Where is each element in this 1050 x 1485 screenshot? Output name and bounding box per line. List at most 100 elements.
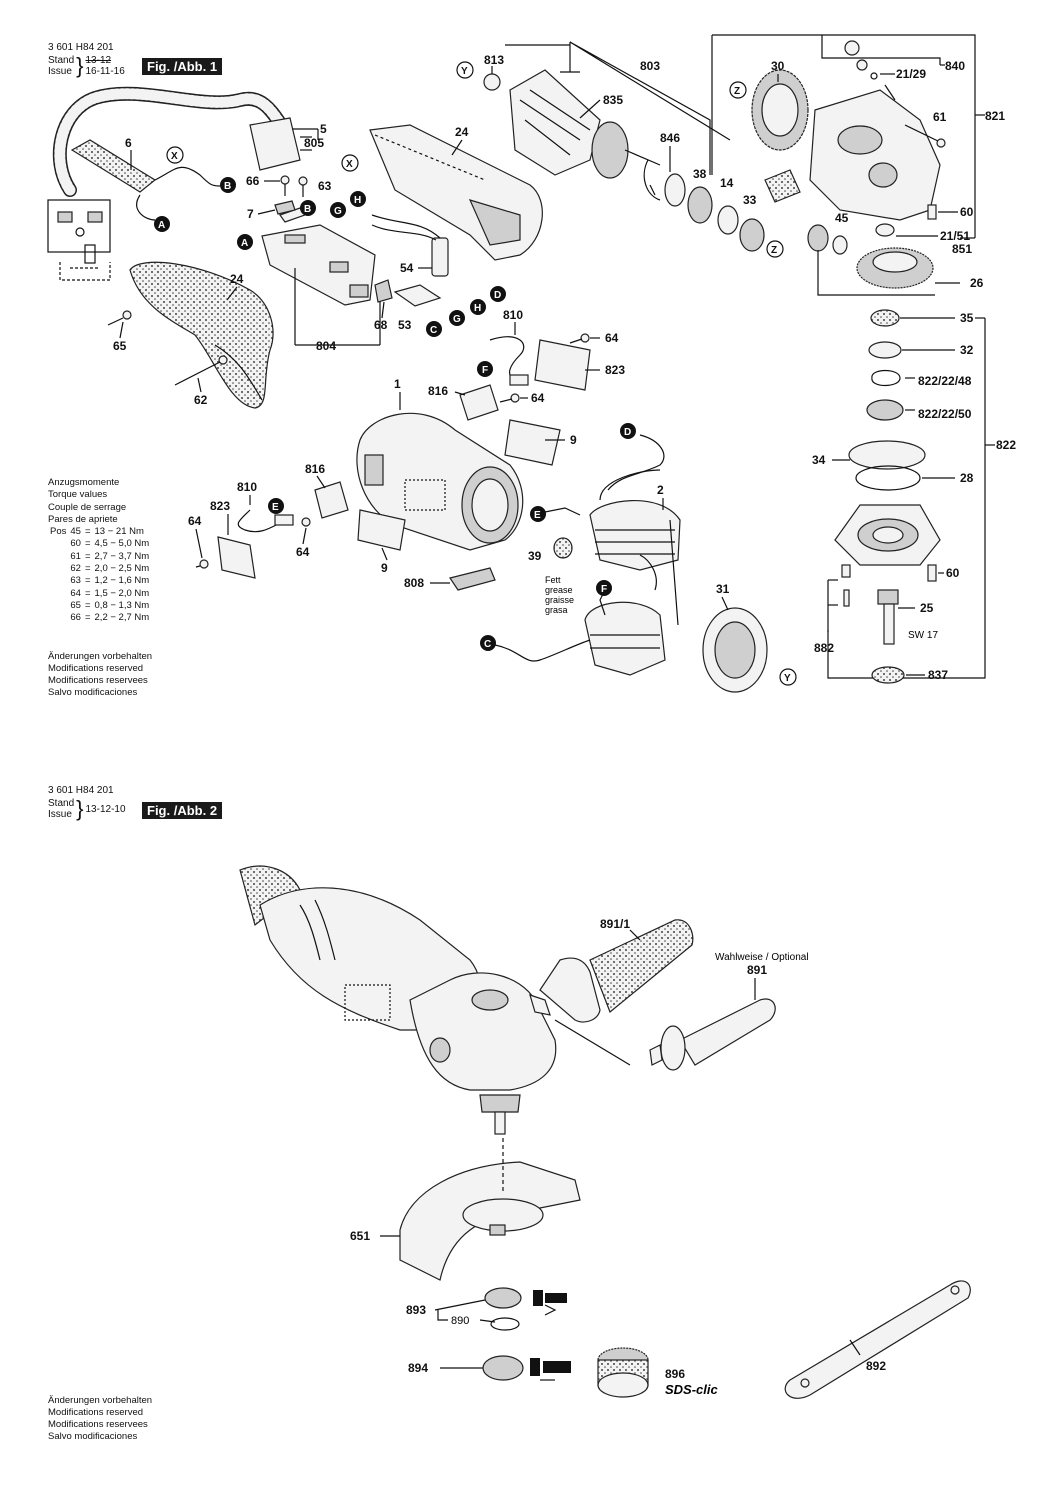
label-816-upper: 816 [428, 384, 448, 398]
torque-pos: 64 [70, 587, 81, 599]
svg-text:F: F [482, 365, 488, 376]
label-805: 805 [304, 136, 324, 150]
label-894: 894 [408, 1361, 428, 1375]
svg-text:Z: Z [734, 86, 740, 97]
svg-text:X: X [346, 159, 353, 170]
label-21-51: 21/51 [940, 229, 970, 243]
label-5: 5 [320, 122, 327, 136]
spanner-892 [784, 1280, 971, 1399]
screw-62 [174, 355, 228, 386]
switch-assembly [261, 207, 376, 306]
clip-882 [841, 564, 851, 607]
label-837: 837 [928, 668, 948, 682]
label-64-c: 64 [188, 514, 202, 528]
label-803: 803 [640, 59, 660, 73]
svg-text:D: D [624, 427, 631, 438]
marker-f-2: F [596, 580, 612, 596]
rear-handle-upper [369, 124, 543, 261]
screw-63 [298, 176, 308, 197]
field-coil-lower [584, 601, 666, 676]
part-7 [274, 200, 296, 215]
marker-h-2: H [470, 299, 486, 315]
svg-text:F: F [601, 584, 607, 595]
notice-line: Änderungen vorbehalten [48, 1395, 153, 1406]
label-64-a: 64 [605, 331, 619, 345]
fig1-header: 3 601 H84 201 Stand Issue } 13-12 16-11-… [48, 42, 125, 77]
torque-value: 0,8 − 1,3 Nm [94, 599, 150, 611]
label-2: 2 [657, 483, 664, 497]
bevel-gear-30 [751, 69, 809, 151]
svg-text:H: H [354, 195, 361, 206]
label-651: 651 [350, 1229, 370, 1243]
marker-b-2: B [300, 200, 316, 216]
marker-y-2: Y [779, 668, 797, 686]
label-sds-clic: SDS-clic [665, 1382, 719, 1397]
label-822: 822 [996, 438, 1016, 452]
label-54: 54 [400, 261, 414, 275]
fig1-title: Fig. /Abb. 1 [142, 58, 223, 75]
label-64-d: 64 [296, 545, 310, 559]
label-39: 39 [528, 549, 542, 563]
label-28: 28 [960, 471, 974, 485]
label-35: 35 [960, 311, 974, 325]
revision-block: Stand Issue } 13-12 16-11-16 [48, 55, 125, 78]
assembled-grinder [239, 865, 557, 1135]
torque-value: 13 − 21 Nm [94, 526, 144, 538]
stand-label: Stand [48, 798, 75, 809]
label-810-lower: 810 [237, 480, 257, 494]
torque-pos: 61 [70, 550, 81, 562]
label-7: 7 [247, 207, 254, 221]
label-53: 53 [398, 318, 412, 332]
torque-pos: 63 [70, 575, 81, 587]
brace: } [76, 796, 84, 821]
torque-row: 61= 2,7 − 3,7 Nm [70, 550, 150, 562]
marker-e-1: E [268, 498, 284, 514]
ring [664, 173, 686, 207]
ring-32 [868, 341, 902, 359]
torque-value: 4,5 − 5,0 Nm [94, 538, 150, 550]
armature [483, 69, 661, 179]
grease-line: grasa [545, 605, 568, 615]
torque-heading-fr: Couple de serrage [48, 501, 127, 513]
nut-894 [482, 1355, 524, 1381]
torque-pos: 65 [70, 599, 81, 611]
label-66: 66 [246, 174, 260, 188]
marker-b-1: B [220, 177, 236, 193]
bearing-35 [870, 309, 900, 327]
notice-line: Salvo modificaciones [48, 1431, 138, 1442]
torque-value: 1,2 − 1,6 Nm [94, 575, 150, 587]
torque-value: 2,2 − 2,7 Nm [94, 612, 150, 624]
marker-c-2: C [480, 635, 496, 651]
notice-line: Modifications reservees [48, 1419, 148, 1430]
wire-d [607, 434, 665, 491]
label-25: 25 [920, 601, 934, 615]
label-892: 892 [866, 1359, 886, 1373]
label-813: 813 [484, 53, 504, 67]
torque-table: Anzugsmomente Torque values Couple de se… [48, 477, 151, 625]
label-31: 31 [716, 582, 730, 596]
torque-heading-en: Torque values [48, 489, 108, 501]
label-816-lower: 816 [305, 462, 325, 476]
label-890: 890 [451, 1315, 469, 1327]
label-26: 26 [970, 276, 984, 290]
bearing-21-51 [875, 223, 895, 237]
label-64-b: 64 [531, 391, 545, 405]
grease-39 [553, 537, 573, 559]
issue-label: Issue [48, 809, 72, 820]
doc-number: 3 601 H84 201 [48, 785, 114, 796]
part-14 [717, 205, 739, 235]
motor-housing [356, 412, 524, 551]
torque-pos: 62 [70, 563, 81, 575]
label-6: 6 [125, 136, 132, 150]
screw-64-a [569, 333, 590, 344]
torque-row: 63= 1,2 − 1,6 Nm [70, 575, 150, 587]
date-old: 13-12 [85, 55, 112, 66]
pinion-45 [807, 224, 848, 255]
svg-text:Y: Y [461, 66, 468, 77]
marker-g-1: G [330, 202, 346, 218]
notice-line: Modifications reserved [48, 663, 144, 674]
circlip-822-22-48 [871, 369, 901, 387]
grease-line: grease [545, 585, 573, 595]
screw-60-lower [927, 564, 937, 582]
label-821: 821 [985, 109, 1005, 123]
